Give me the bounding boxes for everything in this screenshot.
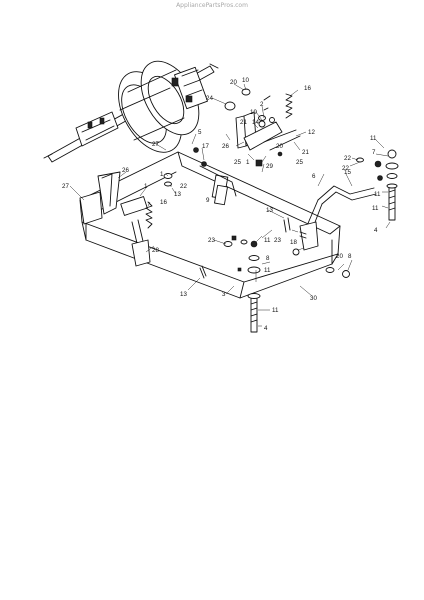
callout-17: 18 — [290, 239, 297, 246]
callout-1: 1 — [160, 171, 164, 178]
callout-11: 11 — [272, 307, 279, 314]
callout-19: 19 — [250, 109, 257, 116]
callout-27: 27 — [152, 141, 159, 148]
callout-21: 21 — [240, 119, 247, 126]
watermark-text: AppliancePartsPros.com — [176, 2, 248, 9]
callout-7: 7 — [372, 149, 376, 156]
left-hanger — [79, 171, 151, 267]
callout-26: 26 — [122, 167, 129, 174]
spring-16-right — [285, 93, 293, 119]
callout-22: 22 — [344, 155, 351, 162]
callout-25: 25 — [296, 159, 303, 166]
callout-29: 29 — [266, 163, 273, 170]
callout-26: 26 — [222, 143, 229, 150]
callout-11: 11 — [264, 267, 271, 274]
callout-22: 22 — [342, 165, 349, 172]
center-bolt-stack — [247, 240, 261, 333]
callout-1: 1 — [144, 183, 148, 190]
deck-frame — [79, 151, 341, 299]
callout-13: 13 — [266, 207, 273, 214]
right-bolt-stack — [374, 149, 399, 221]
callout-20: 20 — [230, 79, 237, 86]
callout-4: 4 — [374, 227, 378, 234]
callout-5: 5 — [198, 129, 202, 136]
lift-arm — [235, 111, 301, 167]
callout-15: 15 — [344, 169, 351, 176]
shaft-bracket — [75, 111, 119, 147]
callout-16: 16 — [160, 199, 167, 206]
callout-22: 22 — [180, 183, 187, 190]
callout-14: 14 — [252, 119, 259, 126]
callout-28: 28 — [152, 247, 159, 254]
callout-13: 13 — [174, 191, 181, 198]
callout-1: 1 — [246, 159, 250, 166]
callout-labels: 10 20 16 24 2 19 21 14 12 5 27 17 26 20 … — [62, 77, 381, 332]
callout-23: 23 — [274, 237, 281, 244]
callout-22: 23 — [208, 237, 215, 244]
callout-25: 25 — [234, 159, 241, 166]
callout-13: 13 — [180, 291, 187, 298]
callout-4: 4 — [264, 325, 268, 332]
callout-12: 12 — [308, 129, 315, 136]
callout-7: 8 — [266, 255, 270, 262]
spring-16-left — [145, 201, 153, 229]
callout-2: 2 — [260, 101, 264, 108]
callout-9: 9 — [206, 197, 210, 204]
callout-11: 11 — [374, 191, 381, 198]
callout-24: 24 — [206, 95, 213, 102]
callout-16: 16 — [304, 85, 311, 92]
callout-6: 6 — [312, 173, 316, 180]
callout-30: 30 — [310, 295, 317, 302]
height-handle — [299, 185, 377, 251]
callout-11: 11 — [264, 237, 271, 244]
callout-3: 3 — [222, 291, 226, 298]
callout-27: 27 — [62, 183, 69, 190]
callout-20: 20 — [276, 143, 283, 150]
pulley-assembly — [118, 60, 208, 153]
leader-lines — [69, 83, 391, 327]
callout-8: 8 — [348, 253, 352, 260]
callout-11: 11 — [370, 135, 377, 142]
callout-20: 20 — [336, 253, 343, 260]
callout-18: 17 — [202, 143, 209, 150]
callout-10: 10 — [242, 77, 249, 84]
callout-21: 21 — [302, 149, 309, 156]
callout-11: 11 — [372, 205, 379, 212]
